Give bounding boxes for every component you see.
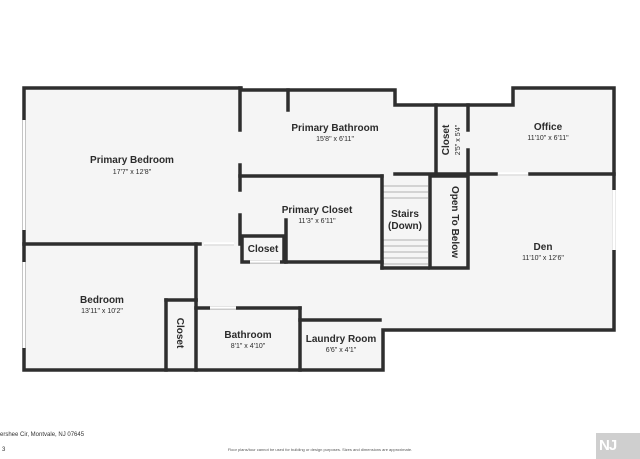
office-dim: 11'10" x 6'11" xyxy=(527,135,569,142)
primary-closet-label: Primary Closet xyxy=(282,205,353,216)
primary-bedroom-label: Primary Bedroom xyxy=(90,155,174,166)
listing-address: ershee Cir, Montvale, NJ 07645 xyxy=(0,432,85,438)
bedroom-label: Bedroom xyxy=(80,295,124,306)
window-openings xyxy=(22,120,616,348)
stairs-direction-label: (Down) xyxy=(388,221,422,232)
floor-plan: Primary Bedroom 17'7" x 12'8" Primary Ba… xyxy=(22,86,616,372)
bathroom-label: Bathroom xyxy=(224,330,271,341)
closet-mid-label: Closet xyxy=(248,244,279,255)
office-label: Office xyxy=(534,122,563,133)
disclaimer-text: Floor plans/tour cannot be used for buil… xyxy=(227,447,413,452)
floor-fills xyxy=(24,88,614,370)
window-frames xyxy=(22,120,528,348)
bathroom-dim: 8'1" x 4'10" xyxy=(231,343,266,350)
laundry-room-label: Laundry Room xyxy=(306,334,377,345)
stair-treads xyxy=(383,185,428,265)
closet-small-dim: 2'5" x 5'4" xyxy=(455,124,462,155)
primary-bathroom-dim: 15'8" x 6'11" xyxy=(316,136,354,143)
page-number: 3 xyxy=(2,447,6,453)
primary-bathroom-label: Primary Bathroom xyxy=(291,123,378,134)
primary-closet-dim: 11'3" x 6'11" xyxy=(298,218,336,225)
open-to-below-label: Open To Below xyxy=(449,186,460,258)
brand-logo: NJ xyxy=(596,433,640,459)
stairs-label: Stairs xyxy=(391,209,419,220)
laundry-room-dim: 6'6" x 4'1" xyxy=(326,347,357,354)
closet-small-label: Closet xyxy=(441,124,452,155)
primary-bedroom-dim: 17'7" x 12'8" xyxy=(113,169,152,176)
closet-vertical-label: Closet xyxy=(174,318,185,349)
bedroom-dim: 13'11" x 10'2" xyxy=(81,308,123,315)
den-dim: 11'10" x 12'6" xyxy=(522,255,564,262)
den-label: Den xyxy=(534,242,553,253)
